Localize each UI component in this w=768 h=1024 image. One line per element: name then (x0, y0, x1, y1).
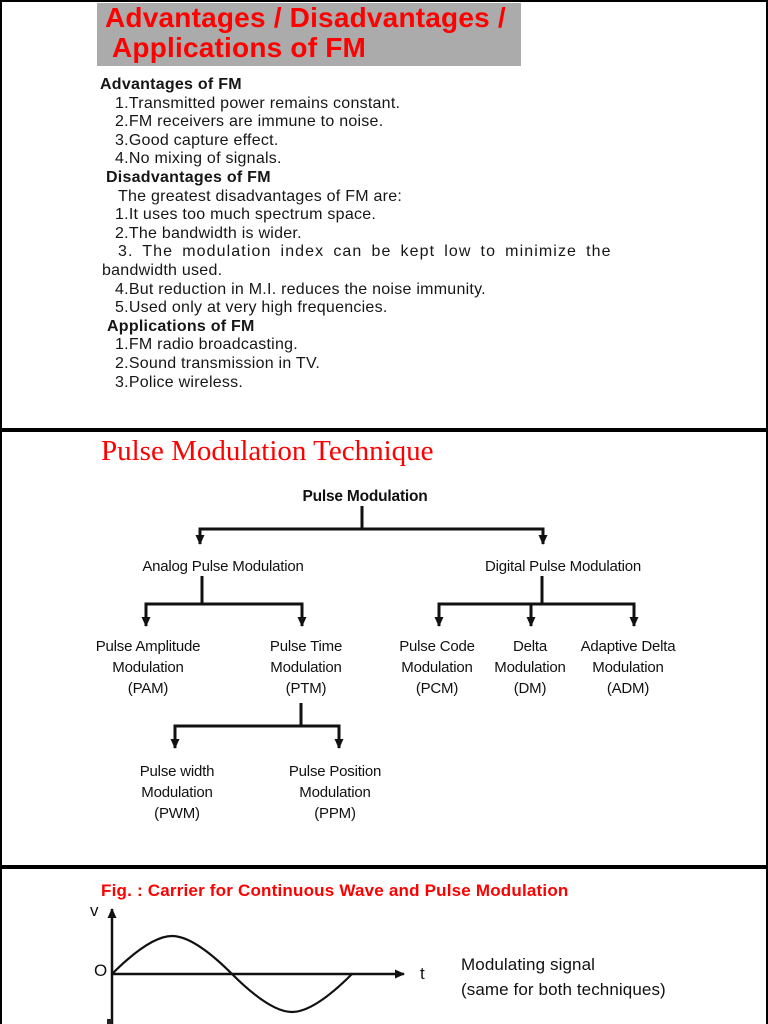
list-item: 2.Sound transmission in TV. (115, 354, 321, 372)
tree-node-ptm: Pulse Time Modulation (PTM) (269, 638, 343, 697)
list-item: 5.Used only at very high frequencies. (115, 299, 388, 317)
list-item: 2.FM receivers are immune to noise. (115, 113, 384, 131)
sine-wave (111, 934, 353, 1014)
slide-title-banner: Advantages / Disadvantages / Application… (97, 3, 521, 66)
tree-node-dm: Delta Modulation (DM) (494, 638, 566, 697)
tree-node-pam: Pulse Amplitude Modulation (PAM) (95, 638, 201, 697)
figure-caption-line2: (same for both techniques) (461, 980, 666, 999)
modulating-signal-plot (107, 908, 405, 1024)
intro-line: The greatest disadvantages of FM are: (118, 187, 403, 205)
section-heading: Disadvantages of FM (106, 168, 271, 186)
origin-label: O (94, 961, 108, 980)
list-item: 2.The bandwidth is wider. (115, 224, 302, 242)
figure-caption: Modulating signal (same for both techniq… (461, 952, 666, 1002)
clipped-axis-glyph (107, 1019, 112, 1024)
slide-title-line2: Applications of FM (112, 32, 367, 63)
list-item: 3.Good capture effect. (115, 131, 279, 149)
list-item: 4.No mixing of signals. (115, 150, 282, 168)
figure-caption-line1: Modulating signal (461, 955, 596, 974)
list-item-continuation: bandwidth used. (102, 261, 223, 279)
tree-connectors (141, 506, 639, 749)
tree-node-pcm: Pulse Code Modulation (PCM) (399, 638, 475, 697)
list-item: 1.FM radio broadcasting. (115, 336, 298, 354)
tree-node-pwm: Pulse width Modulation (PWM) (139, 763, 215, 822)
list-item: 1.It uses too much spectrum space. (115, 206, 377, 224)
slide-body-text: Advantages of FM 1.Transmitted power rem… (2, 76, 766, 392)
y-axis-label: v (90, 901, 99, 920)
section-heading: Applications of FM (107, 317, 255, 335)
tree-node-pulse-modulation: Pulse Modulation (302, 488, 428, 505)
list-item: 3. The modulation index can be kept low … (118, 243, 612, 261)
tree-node-digital-pulse-modulation: Digital Pulse Modulation (484, 558, 642, 575)
tree-node-analog-pulse-modulation: Analog Pulse Modulation (142, 558, 304, 575)
slide-carrier-figure: Fig. : Carrier for Continuous Wave and P… (0, 867, 768, 1024)
section-heading: Advantages of FM (100, 76, 242, 93)
slide-title-line1: Advantages / Disadvantages / (105, 2, 506, 33)
slide-pulse-modulation-tree: Pulse Modulation Technique (0, 430, 768, 867)
figure-title: Fig. : Carrier for Continuous Wave and P… (101, 881, 569, 900)
tree-node-adm: Adaptive Delta Modulation (ADM) (580, 638, 676, 697)
slide-fm-advantages: Advantages / Disadvantages / Application… (0, 0, 768, 430)
tree-node-ppm: Pulse Position Modulation (PPM) (288, 763, 382, 822)
slide-title: Pulse Modulation Technique (101, 435, 434, 467)
list-item: 3.Police wireless. (115, 373, 244, 391)
list-item: 4.But reduction in M.I. reduces the nois… (115, 280, 486, 298)
x-axis-label: t (420, 964, 425, 983)
list-item: 1.Transmitted power remains constant. (115, 94, 401, 112)
